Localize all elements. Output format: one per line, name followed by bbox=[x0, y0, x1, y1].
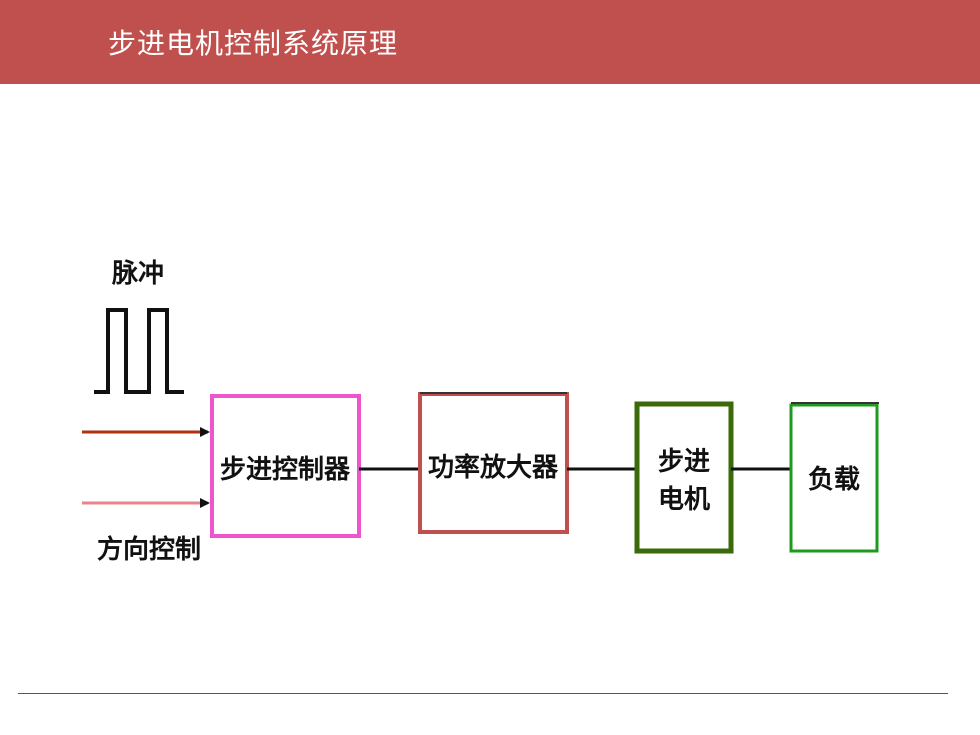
amplifier-top-shade bbox=[420, 392, 567, 394]
motor-label-line1: 步进 bbox=[658, 446, 710, 477]
amplifier-label: 功率放大器 bbox=[428, 452, 559, 483]
load-block bbox=[789, 403, 879, 553]
footer-divider bbox=[18, 693, 948, 694]
controller-block bbox=[210, 394, 361, 538]
page-title: 步进电机控制系统原理 bbox=[108, 27, 399, 60]
amplifier-block bbox=[418, 392, 569, 534]
motor-block bbox=[634, 401, 734, 554]
title-bar: 步进电机控制系统原理 bbox=[0, 0, 980, 84]
load-label: 负载 bbox=[808, 465, 860, 495]
direction-label: 方向控制 bbox=[97, 534, 201, 565]
pulse-label: 脉冲 bbox=[112, 259, 164, 289]
controller-label: 步进控制器 bbox=[220, 454, 351, 485]
motor-label-line2: 电机 bbox=[658, 485, 710, 515]
load-top-shade bbox=[791, 402, 879, 404]
pulse-waveform bbox=[94, 308, 184, 394]
